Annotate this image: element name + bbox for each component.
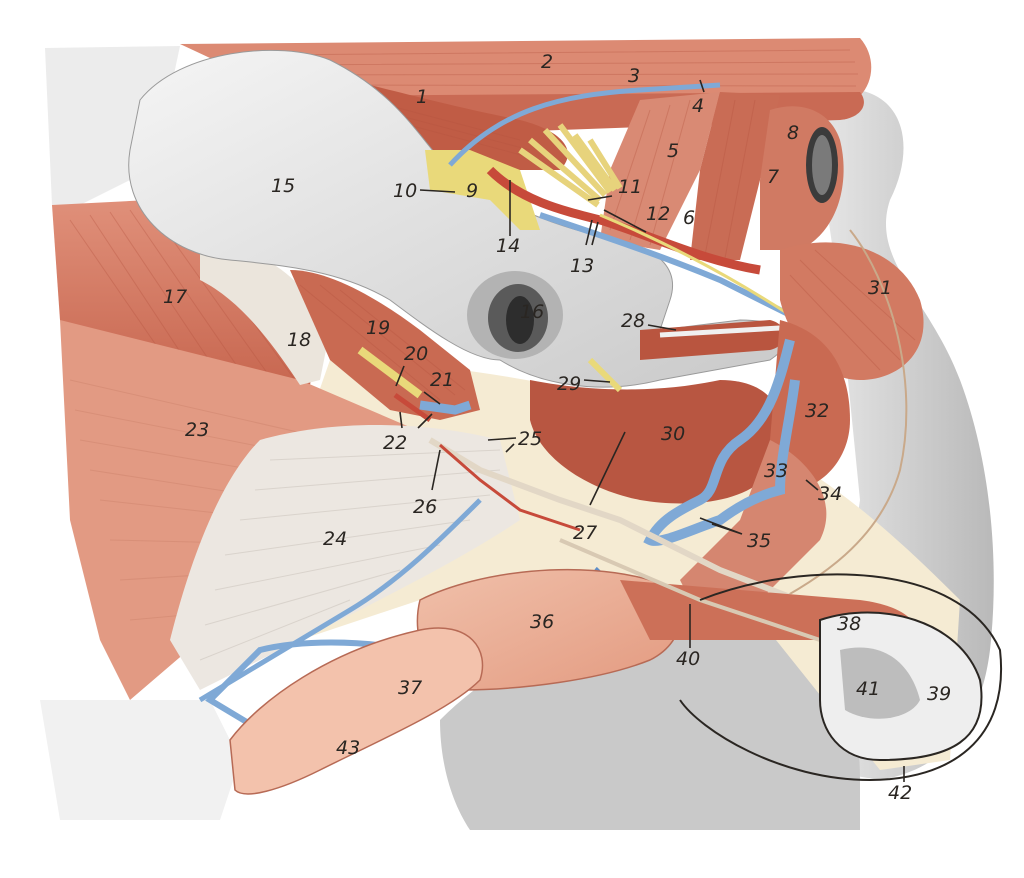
label-11: 11 — [618, 176, 642, 198]
tendon-28 — [659, 325, 781, 338]
label-34: 34 — [818, 483, 842, 505]
label-35: 35 — [747, 530, 771, 552]
label-17: 17 — [163, 286, 187, 308]
artery-14 — [486, 166, 761, 275]
glans-41-inner — [840, 647, 920, 719]
gluteal-fascia-region — [45, 46, 180, 210]
ligament-18 — [200, 248, 330, 385]
label-3: 3 — [628, 65, 640, 87]
leader-35 — [699, 517, 743, 535]
label-37: 37 — [398, 677, 422, 699]
leader-12 — [603, 209, 647, 233]
leader-10 — [419, 189, 456, 193]
muscle-19 — [290, 270, 480, 420]
label-18: 18 — [287, 329, 311, 351]
leader-20 — [395, 365, 405, 387]
number-labels: 1 2 3 4 5 6 7 8 9 10 11 12 13 14 15 16 1… — [163, 51, 951, 804]
outline-42 — [679, 573, 1003, 782]
label-1: 1 — [416, 86, 428, 108]
label-21: 21 — [430, 369, 454, 391]
leader-4 — [699, 79, 705, 93]
vessels-21-22 — [419, 400, 472, 415]
label-38: 38 — [837, 613, 861, 635]
nerve-29 — [587, 357, 623, 393]
leader-25 — [487, 437, 517, 453]
label-5: 5 — [667, 140, 679, 162]
label-8: 8 — [787, 122, 799, 144]
leader-27 — [589, 431, 626, 506]
label-10: 10 — [393, 180, 417, 202]
label-6: 6 — [683, 207, 695, 229]
nerve-12 — [599, 213, 791, 317]
vein-13 — [539, 212, 792, 318]
leader-13 — [585, 219, 599, 246]
thigh-skin-lower-left — [40, 700, 240, 820]
label-43: 43 — [336, 737, 360, 759]
label-9: 9 — [466, 180, 478, 202]
right-muscles — [680, 229, 924, 620]
vein-35 — [643, 338, 800, 546]
nerve-fan-11 — [518, 123, 623, 208]
ligament-24 — [170, 425, 520, 690]
leader-29 — [583, 379, 611, 383]
label-24: 24 — [323, 528, 347, 550]
nerve-9-10 — [425, 150, 540, 230]
label-32: 32 — [805, 400, 829, 422]
label-27: 27 — [573, 522, 597, 544]
label-26: 26 — [413, 496, 437, 518]
vein-upper — [448, 82, 721, 167]
leader-22 — [399, 411, 433, 429]
label-33: 33 — [764, 460, 788, 482]
label-30: 30 — [661, 423, 685, 445]
penile-structures — [229, 538, 1003, 795]
label-31: 31 — [868, 277, 892, 299]
leader-11 — [587, 195, 613, 201]
label-4: 4 — [692, 95, 704, 117]
label-39: 39 — [927, 683, 951, 705]
nerve-20 — [357, 346, 423, 399]
muscle-6 — [690, 92, 780, 260]
deep-muscles — [600, 92, 844, 260]
pelvic-bone — [128, 49, 788, 388]
label-14: 14 — [496, 235, 520, 257]
muscle-32 — [770, 320, 850, 490]
leader-28 — [647, 324, 677, 331]
label-7: 7 — [767, 166, 779, 188]
label-42: 42 — [888, 782, 912, 804]
muscle-5 — [600, 92, 720, 250]
label-41: 41 — [856, 678, 880, 700]
ligaments — [170, 248, 520, 690]
label-20: 20 — [404, 343, 428, 365]
leader-21 — [423, 391, 441, 405]
label-12: 12 — [646, 203, 670, 225]
label-22: 22 — [383, 432, 407, 454]
label-23: 23 — [185, 419, 209, 441]
label-13: 13 — [570, 255, 594, 277]
upper-neurovascular — [425, 82, 792, 318]
leader-lines — [395, 79, 905, 782]
label-2: 2 — [541, 51, 553, 73]
vein-lower-long — [198, 498, 482, 703]
label-19: 19 — [366, 317, 390, 339]
corpus-37-43 — [229, 627, 484, 795]
label-36: 36 — [530, 611, 554, 633]
label-15: 15 — [271, 175, 295, 197]
label-40: 40 — [676, 648, 700, 670]
fascia-34-line — [759, 229, 908, 611]
label-25: 25 — [518, 428, 542, 450]
leader-34 — [805, 479, 819, 491]
label-16: 16 — [520, 301, 544, 323]
label-29: 29 — [557, 373, 581, 395]
label-28: 28 — [621, 310, 645, 332]
muscle-33-34 — [680, 440, 827, 620]
leader-26 — [431, 449, 441, 491]
